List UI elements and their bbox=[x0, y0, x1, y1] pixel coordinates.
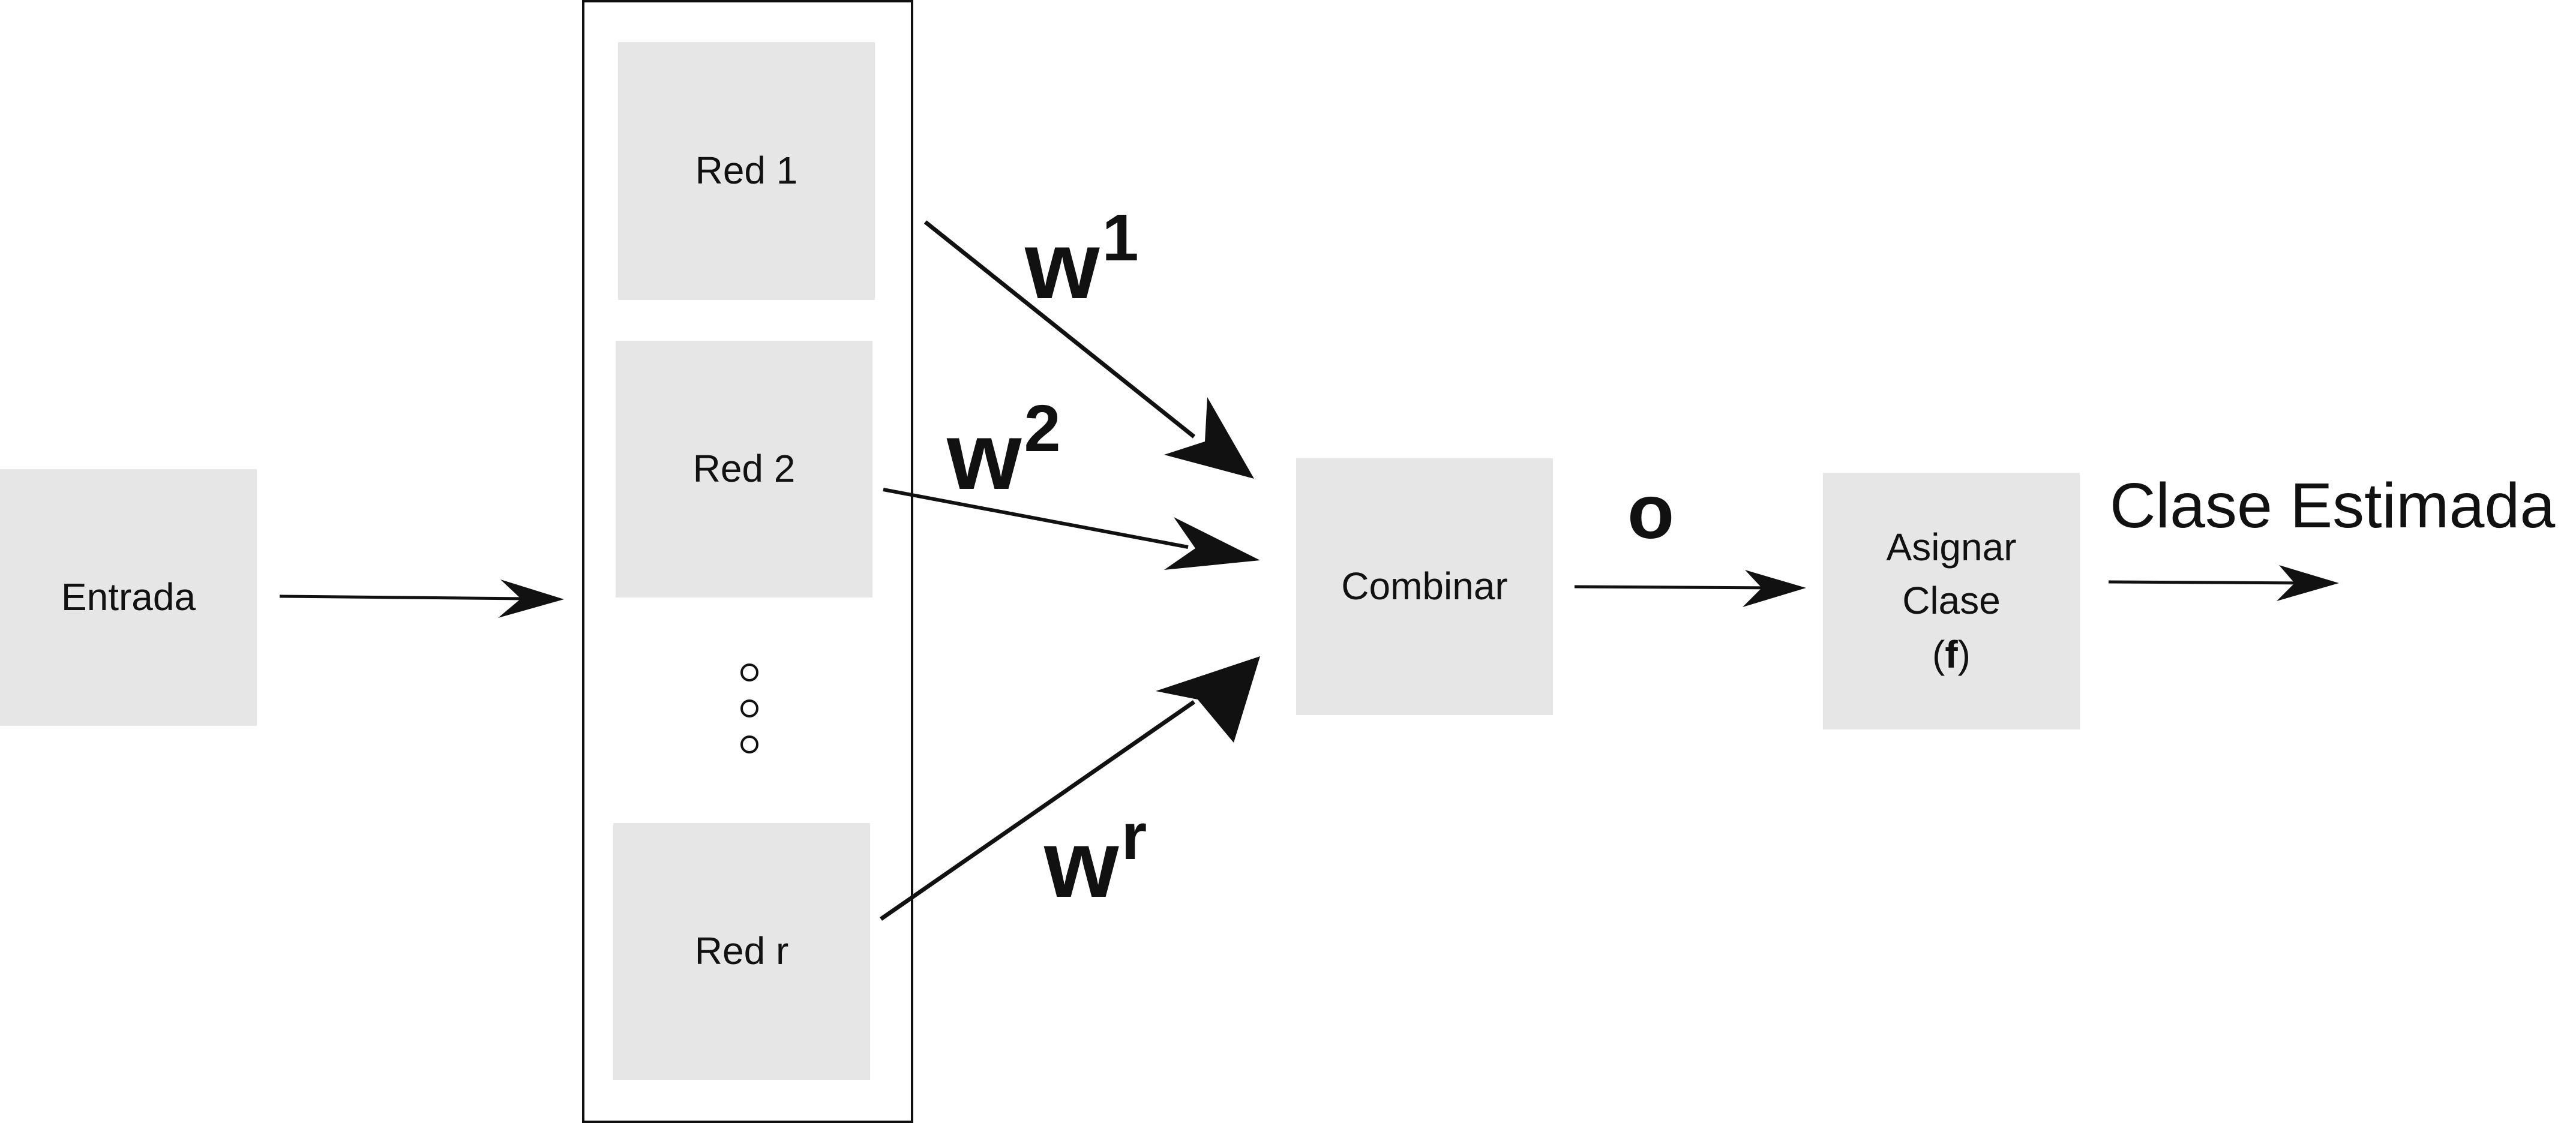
w2-superscript: 2 bbox=[1024, 392, 1061, 466]
w1-base: w bbox=[1025, 211, 1100, 319]
arrow-red2-to-combinar bbox=[883, 488, 1260, 570]
ellipsis-dot-1 bbox=[740, 663, 758, 681]
entrada-label: Entrada bbox=[61, 575, 196, 619]
red1-label: Red 1 bbox=[695, 149, 798, 193]
entrada-node: Entrada bbox=[0, 469, 257, 726]
redr-node: Red r bbox=[613, 823, 870, 1080]
arrow-asignar-to-output bbox=[2108, 565, 2339, 601]
combinar-label: Combinar bbox=[1341, 564, 1508, 608]
asignar-function-symbol: f bbox=[1945, 632, 1958, 676]
arrow-redr-to-combinar bbox=[880, 656, 1260, 921]
asignar-node: Asignar Clase (f) bbox=[1823, 473, 2080, 729]
w1-superscript: 1 bbox=[1102, 201, 1139, 275]
asignar-label-line1: Asignar bbox=[1886, 525, 2017, 569]
ellipsis-dot-3 bbox=[740, 735, 758, 753]
red2-label: Red 2 bbox=[692, 447, 796, 491]
combined-output-label: o bbox=[1627, 469, 1675, 555]
asignar-label-line2: Clase bbox=[1902, 579, 2001, 623]
arrow-red1-to-combinar bbox=[923, 220, 1254, 479]
combinar-node: Combinar bbox=[1296, 458, 1553, 715]
wr-base: w bbox=[1044, 810, 1119, 917]
weight-label-wr: wr bbox=[1044, 804, 1147, 912]
wr-superscript: r bbox=[1121, 800, 1147, 873]
redes-group bbox=[582, 0, 913, 1123]
final-output-label: Clase Estimada bbox=[2110, 470, 2556, 541]
arrow-combinar-to-asignar bbox=[1574, 570, 1806, 607]
red1-node: Red 1 bbox=[618, 42, 875, 300]
red2-node: Red 2 bbox=[616, 341, 872, 597]
weight-label-w2: w2 bbox=[947, 396, 1061, 504]
weight-label-w1: w1 bbox=[1025, 205, 1139, 313]
asignar-function: (f) bbox=[1932, 632, 1971, 676]
ellipsis-dot-2 bbox=[740, 699, 758, 717]
arrow-entrada-to-redes bbox=[279, 579, 564, 618]
redr-label: Red r bbox=[694, 929, 789, 973]
w2-base: w bbox=[947, 402, 1022, 509]
